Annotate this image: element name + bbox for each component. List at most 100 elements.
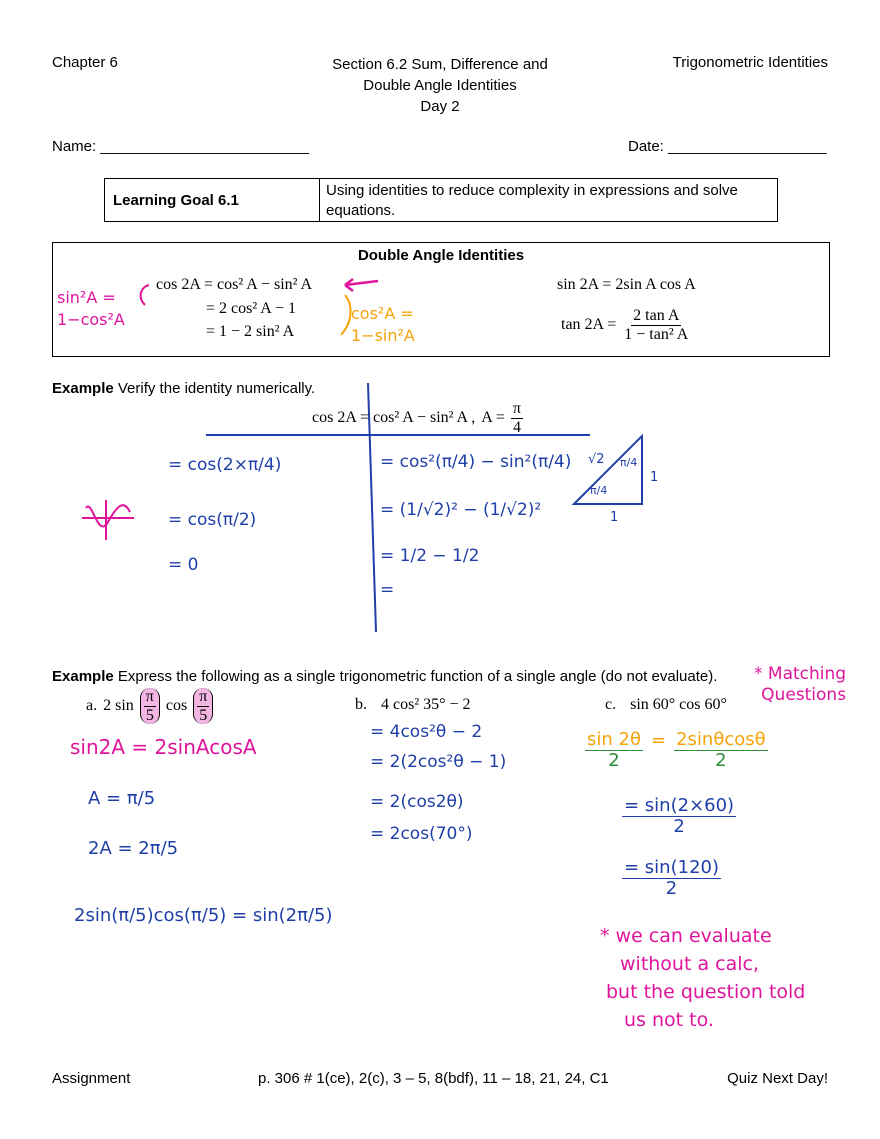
left-step-3: = 0 [168, 555, 199, 575]
pink-annotation: sin²A = 1−cos²A [57, 287, 125, 331]
matching-note: * Matching Questions [754, 664, 846, 706]
cos-identity-line-2: = 2 cos² A − 1 [206, 300, 296, 317]
example-1-label: Example [52, 380, 114, 397]
a-work-3: 2A = 2π/5 [88, 838, 179, 859]
example-1-angle: A = [481, 409, 505, 427]
matching-note-line-2: Questions [761, 685, 847, 705]
a-work-2: A = π/5 [88, 788, 156, 809]
sin-identity: sin 2A = 2sin A cos A [557, 276, 696, 293]
question-b: b. 4 cos² 35° − 2 [355, 696, 471, 714]
date-field[interactable]: Date: ___________________ [628, 138, 827, 155]
left-step-2: = cos(π/2) [168, 510, 257, 530]
b-work-2: = 2(2cos²θ − 1) [370, 752, 507, 772]
c-note-line-3: but the question told [606, 981, 806, 1003]
annotation-arrows [139, 278, 379, 336]
example-1-prompt: Example Verify the identity numerically. [52, 380, 315, 397]
angle-denominator: 4 [512, 418, 521, 436]
question-a-num-1: π [143, 688, 156, 707]
learning-goal-label: Learning Goal 6.1 [105, 179, 320, 221]
b-work-1: = 4cos²θ − 2 [370, 722, 483, 742]
date-label: Date: [628, 138, 664, 155]
question-b-expr: 4 cos² 35° − 2 [381, 696, 471, 713]
b-work-4: = 2cos(70°) [370, 824, 473, 844]
a-work-4: 2sin(π/5)cos(π/5) = sin(2π/5) [74, 905, 333, 926]
a-work-1: sin2A = 2sinAcosA [70, 735, 257, 759]
pink-annotation-line-1: sin²A = [57, 288, 116, 307]
example-1-identity: cos 2A = cos² A − sin² A , A = π 4 [312, 400, 523, 436]
example-1-identity-expr: cos 2A = cos² A − sin² A , [312, 409, 476, 427]
right-step-3: = 1/2 − 1/2 [380, 546, 480, 566]
tan-identity: tan 2A = 2 tan A 1 − tan² A [561, 307, 690, 343]
name-blank[interactable]: _________________________ [100, 138, 309, 155]
identities-title: Double Angle Identities [357, 247, 525, 264]
c-work-1-eq: = [650, 730, 667, 751]
orange-annotation-line-2: 1−sin²A [351, 326, 415, 345]
section-line-2: Double Angle Identities [363, 77, 517, 94]
triangle-side: 1 [650, 470, 659, 485]
c-work-1-left-den: 2 [608, 749, 620, 771]
question-a-sin: 2 sin [103, 697, 134, 715]
orange-annotation: cos²A = 1−sin²A [351, 303, 415, 347]
c-work-1-right-den: 2 [715, 749, 727, 771]
c-work-3-den: 2 [665, 877, 678, 899]
c-work-1-right: 2sinθcosθ 2 [674, 730, 768, 771]
assignment-label: Assignment [52, 1070, 131, 1087]
quiz-notice: Quiz Next Day! [727, 1070, 828, 1087]
example-2-prompt: Example Express the following as a singl… [52, 668, 717, 685]
cos-identity-line-3: = 1 − 2 sin² A [206, 323, 295, 340]
topic-label: Trigonometric Identities [672, 54, 828, 71]
section-title: Section 6.2 Sum, Difference and Double A… [290, 54, 590, 117]
orange-annotation-line-1: cos²A = [351, 304, 414, 323]
c-work-2: = sin(2×60) 2 [622, 795, 737, 837]
question-c-label: c. [605, 696, 617, 713]
name-label: Name: [52, 138, 97, 155]
right-step-1: = cos²(π/4) − sin²(π/4) [380, 452, 572, 472]
example-1-text: Verify the identity numerically. [117, 380, 316, 397]
tan-denominator: 1 − tan² A [624, 325, 689, 343]
section-line-1: Section 6.2 Sum, Difference and [332, 56, 548, 73]
question-a-label: a. [86, 697, 98, 715]
question-a-cos: cos [165, 697, 188, 715]
date-blank[interactable]: ___________________ [668, 138, 827, 155]
triangle-top-angle: π/4 [620, 456, 638, 469]
question-c-expr: sin 60° cos 60° [630, 696, 727, 713]
c-note-line-1: * we can evaluate [600, 925, 772, 947]
c-work-3-num: = sin(120) [622, 857, 721, 879]
c-work-1-right-num: 2sinθcosθ [674, 729, 768, 751]
identities-box: Double Angle Identities cos 2A = cos² A … [52, 242, 830, 357]
question-c: c. sin 60° cos 60° [605, 696, 727, 714]
triangle-base: 1 [610, 510, 619, 525]
c-note-line-4: us not to. [624, 1009, 714, 1031]
tan-identity-lhs: tan 2A = [561, 316, 617, 334]
example-2-text: Express the following as a single trigon… [117, 668, 718, 685]
name-field[interactable]: Name: _________________________ [52, 138, 309, 155]
learning-goal-text: Using identities to reduce complexity in… [326, 182, 738, 219]
angle-numerator: π [510, 400, 523, 419]
left-step-1: = cos(2×π/4) [168, 455, 282, 475]
question-a-num-2: π [197, 688, 210, 707]
question-a-den-1: 5 [145, 706, 154, 724]
cos-identity-line-1: cos 2A = cos² A − sin² A [156, 276, 313, 293]
question-a-den-2: 5 [199, 706, 208, 724]
tan-numerator: 2 tan A [631, 307, 682, 326]
triangle-bottom-angle: π/4 [590, 484, 608, 497]
learning-goal-table: Learning Goal 6.1 Using identities to re… [104, 178, 778, 222]
right-step-2: = (1/√2)² − (1/√2)² [380, 500, 542, 520]
pink-annotation-line-2: 1−cos²A [57, 310, 125, 329]
triangle-hypotenuse: √2 [588, 452, 605, 467]
matching-note-line-1: * Matching [754, 664, 847, 684]
c-work-1-left-num: sin 2θ [585, 729, 643, 751]
c-work-1: sin 2θ 2 = 2sinθcosθ 2 [585, 730, 768, 771]
question-b-label: b. [355, 696, 367, 713]
c-note-line-2: without a calc, [620, 953, 760, 975]
c-work-2-num: = sin(2×60) [622, 795, 737, 817]
right-step-4: = [380, 580, 395, 600]
c-note: * we can evaluate without a calc, but th… [600, 922, 805, 1034]
c-work-3: = sin(120) 2 [622, 858, 721, 899]
assignment-pages: p. 306 # 1(ce), 2(c), 3 – 5, 8(bdf), 11 … [258, 1070, 609, 1087]
chapter-label: Chapter 6 [52, 54, 118, 71]
